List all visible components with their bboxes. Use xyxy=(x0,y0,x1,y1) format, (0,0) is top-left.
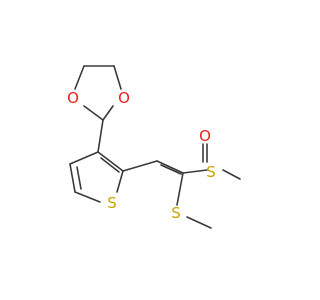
molecule-diagram: O O S S O S xyxy=(67,65,241,229)
thiophene-ring xyxy=(69,151,124,203)
atom-s-thiophene: S xyxy=(107,194,117,212)
bond-c2-thiophene xyxy=(97,119,104,153)
bond-c5t-c4t-inner xyxy=(76,166,82,190)
bond-c4t-c3 xyxy=(69,151,99,165)
bond-s-c5t xyxy=(74,191,101,203)
bond-cb-s-thioether xyxy=(176,172,184,206)
bond-s-methyl xyxy=(222,169,241,180)
methylthio-group xyxy=(176,172,212,229)
dioxolane-ring xyxy=(74,65,122,121)
atom-o1: O xyxy=(67,89,79,107)
bond-cb-s-sulfoxide xyxy=(182,169,208,174)
bond-c2-o1 xyxy=(83,105,104,121)
atom-s-sulfoxide: S xyxy=(206,163,216,181)
bond-ca-cb xyxy=(156,160,184,174)
bond-c5-o2 xyxy=(113,65,122,90)
atom-s-thioether: S xyxy=(171,204,181,222)
atom-o2: O xyxy=(118,89,130,107)
bond-c5t-c4t xyxy=(69,163,76,193)
vinyl-group xyxy=(122,160,184,175)
methylsulfinyl-group xyxy=(182,143,241,180)
bond-c2t-s xyxy=(116,170,124,193)
bond-ca-cb-inner xyxy=(160,164,182,175)
atom-o-sulfoxide: O xyxy=(199,127,211,145)
bond-c3-c2t-inner xyxy=(100,157,120,173)
bond-s-methyl2 xyxy=(186,216,212,229)
bond-o2-c2 xyxy=(102,105,114,121)
bond-c2t-ca xyxy=(122,160,158,172)
bond-o1-c4 xyxy=(74,65,85,90)
bond-c3-c2t xyxy=(97,151,124,172)
